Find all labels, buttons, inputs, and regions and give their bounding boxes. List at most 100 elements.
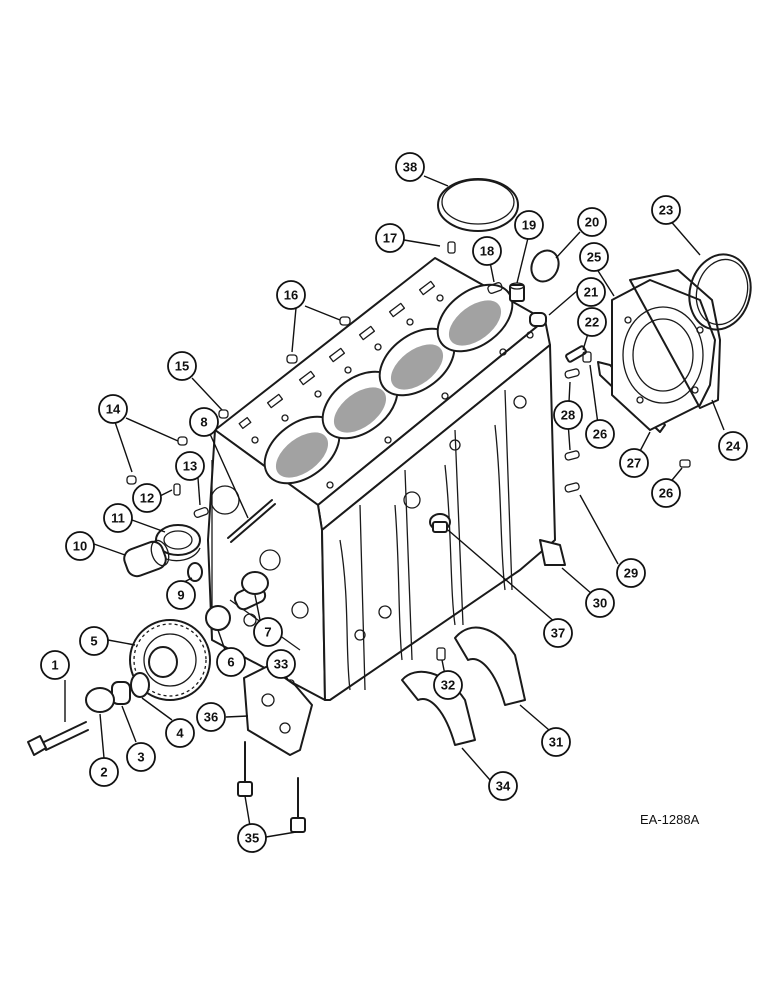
callout-14: 14	[98, 394, 128, 424]
callout-27: 27	[619, 448, 649, 478]
deck-holes	[238, 280, 534, 489]
svg-text:13: 13	[183, 459, 197, 474]
svg-text:10: 10	[73, 539, 87, 554]
svg-text:4: 4	[176, 726, 184, 741]
stud-22	[565, 345, 587, 363]
svg-text:38: 38	[403, 160, 417, 175]
callout-18: 18	[472, 236, 502, 266]
svg-text:11: 11	[111, 511, 125, 526]
svg-text:34: 34	[496, 779, 511, 794]
callout-24: 24	[718, 431, 748, 461]
housing-24	[629, 269, 721, 409]
bolt-1	[27, 721, 89, 756]
pin-12	[173, 483, 181, 496]
callout-28: 28	[553, 400, 583, 430]
callout-37: 37	[543, 618, 573, 648]
stud-8	[227, 499, 276, 543]
callout-9: 9	[166, 580, 196, 610]
svg-text:32: 32	[441, 678, 455, 693]
washer-2	[85, 687, 115, 713]
callout-10: 10	[65, 531, 95, 561]
bushing-6	[205, 605, 231, 631]
cylinder-bores	[263, 283, 514, 485]
callout-3: 3	[126, 742, 156, 772]
callout-4: 4	[165, 718, 195, 748]
callout-6: 6	[216, 647, 246, 677]
svg-text:16: 16	[284, 288, 298, 303]
callout-34: 34	[488, 771, 518, 801]
svg-text:29: 29	[624, 566, 638, 581]
svg-text:26: 26	[593, 427, 607, 442]
svg-text:20: 20	[585, 215, 599, 230]
callout-13: 13	[175, 451, 205, 481]
callout-21: 21	[576, 277, 606, 307]
svg-text:5: 5	[90, 634, 97, 649]
plug-19	[509, 282, 525, 302]
pin-26b	[679, 459, 691, 468]
callout-33: 33	[266, 649, 296, 679]
callout-22: 22	[577, 307, 607, 337]
engine-block	[207, 257, 566, 701]
svg-text:37: 37	[551, 626, 565, 641]
dowel-28b	[564, 450, 580, 461]
callout-19: 19	[514, 210, 544, 240]
dowel-16b	[286, 354, 298, 364]
svg-text:33: 33	[274, 657, 288, 672]
callout-29: 29	[616, 558, 646, 588]
seal-ring-38	[437, 178, 519, 232]
pin-17	[447, 241, 456, 254]
dowel-15	[218, 409, 229, 419]
idler-gear-5	[129, 619, 211, 701]
svg-text:2: 2	[100, 765, 107, 780]
svg-text:12: 12	[140, 491, 154, 506]
callouts: 1 2 3 4 5 6 7 8 9 10 11 12 13 14 15 16 1…	[40, 152, 748, 853]
svg-text:19: 19	[522, 218, 536, 233]
callout-1: 1	[40, 650, 70, 680]
svg-text:26: 26	[659, 486, 673, 501]
cup-plug-20	[530, 249, 560, 283]
callout-26b: 26	[651, 478, 681, 508]
svg-text:3: 3	[137, 750, 144, 765]
idler-shaft-7	[233, 571, 269, 611]
dowel-16a	[339, 316, 351, 326]
svg-text:15: 15	[175, 359, 189, 374]
drawing-reference-code: EA-1288A	[640, 812, 700, 827]
washer-4	[130, 672, 150, 698]
callout-38: 38	[395, 152, 425, 182]
svg-text:14: 14	[106, 402, 121, 417]
cap-bolts-35	[237, 741, 306, 833]
callout-17: 17	[375, 223, 405, 253]
callout-20: 20	[577, 207, 607, 237]
svg-text:30: 30	[593, 596, 607, 611]
dowel-18	[487, 282, 503, 294]
callout-26a: 26	[585, 419, 615, 449]
svg-text:23: 23	[659, 203, 673, 218]
bearing-cap-31	[454, 626, 526, 706]
bushing-10	[123, 539, 170, 578]
svg-text:17: 17	[383, 231, 397, 246]
callout-36: 36	[196, 702, 226, 732]
pin-32	[436, 647, 446, 661]
plug-14b	[126, 475, 137, 485]
dowel-28a	[564, 368, 580, 379]
svg-text:27: 27	[627, 456, 641, 471]
pin-26a	[582, 351, 592, 363]
svg-text:7: 7	[264, 625, 271, 640]
callout-12: 12	[132, 483, 162, 513]
callout-31: 31	[541, 727, 571, 757]
svg-text:21: 21	[584, 285, 598, 300]
callout-25: 25	[579, 242, 609, 272]
plug-14a	[177, 436, 188, 446]
svg-text:22: 22	[585, 315, 599, 330]
callout-2: 2	[89, 757, 119, 787]
svg-text:31: 31	[549, 735, 563, 750]
callout-5: 5	[79, 626, 109, 656]
svg-text:18: 18	[480, 244, 494, 259]
drain-plug-37	[429, 513, 451, 533]
seal-ring-23	[688, 253, 752, 331]
callout-7: 7	[253, 617, 283, 647]
callout-8: 8	[189, 407, 219, 437]
callout-15: 15	[167, 351, 197, 381]
callout-16: 16	[276, 280, 306, 310]
